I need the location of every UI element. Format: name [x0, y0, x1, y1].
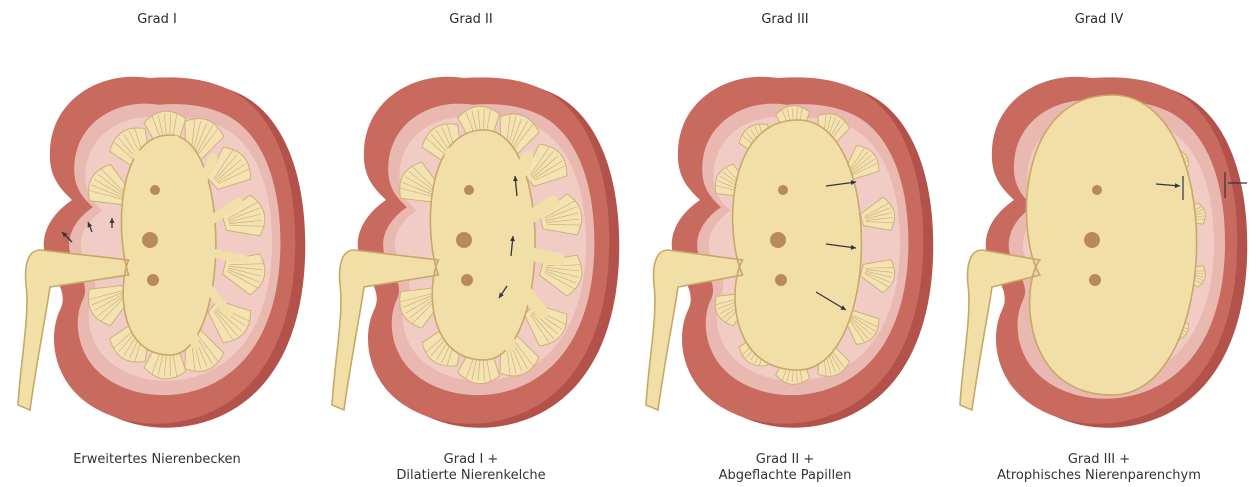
grade-caption: Grad III + Atrophisches Nierenparenchym — [942, 452, 1256, 484]
caption-line: Erweitertes Nierenbecken — [0, 452, 314, 468]
caption-line: Grad I + — [314, 452, 628, 468]
vessel-cross-section — [147, 274, 159, 286]
vessel-cross-section — [775, 274, 787, 286]
grade-title: Grad IV — [942, 12, 1256, 27]
caption-line: Atrophisches Nierenparenchym — [942, 468, 1256, 484]
vessel-cross-section — [464, 185, 474, 195]
kidney-illustration-grade-1 — [0, 0, 314, 487]
grade-caption: Erweitertes Nierenbecken — [0, 452, 314, 468]
vessel-cross-section — [1084, 232, 1100, 248]
vessel-cross-section — [770, 232, 786, 248]
caption-line: Grad III + — [942, 452, 1256, 468]
vessel-cross-section — [1089, 274, 1101, 286]
grade-caption: Grad I + Dilatierte Nierenkelche — [314, 452, 628, 484]
vessel-cross-section — [142, 232, 158, 248]
kidney-illustration-grade-4 — [942, 0, 1256, 487]
kidney-group — [18, 77, 305, 428]
vessel-cross-section — [461, 274, 473, 286]
vessel-cross-section — [778, 185, 788, 195]
kidney-group — [332, 77, 619, 428]
kidney-illustration-grade-3 — [628, 0, 942, 487]
grade-title: Grad III — [628, 12, 942, 27]
caption-line: Dilatierte Nierenkelche — [314, 468, 628, 484]
renal-calyx — [173, 140, 176, 245]
caption-line: Abgeflachte Papillen — [628, 468, 942, 484]
grade-title: Grad I — [0, 12, 314, 27]
panel-grade-2: Grad II Grad I + Dilatierte Nierenkelche — [314, 0, 628, 487]
grade-caption: Grad II + Abgeflachte Papillen — [628, 452, 942, 484]
kidney-group — [646, 77, 933, 428]
kidney-illustration-grade-2 — [314, 0, 628, 487]
vessel-cross-section — [1092, 185, 1102, 195]
panel-grade-4: Grad IV Grad III + Atrophisches Nierenpa… — [942, 0, 1256, 487]
kidney-group — [960, 77, 1247, 428]
grade-title: Grad II — [314, 12, 628, 27]
vessel-cross-section — [150, 185, 160, 195]
vessel-cross-section — [456, 232, 472, 248]
panel-grade-1: Grad I Erweitertes Nierenbecken — [0, 0, 314, 487]
caption-line: Grad II + — [628, 452, 942, 468]
panel-grade-3: Grad III Grad II + Abgeflachte Papillen — [628, 0, 942, 487]
